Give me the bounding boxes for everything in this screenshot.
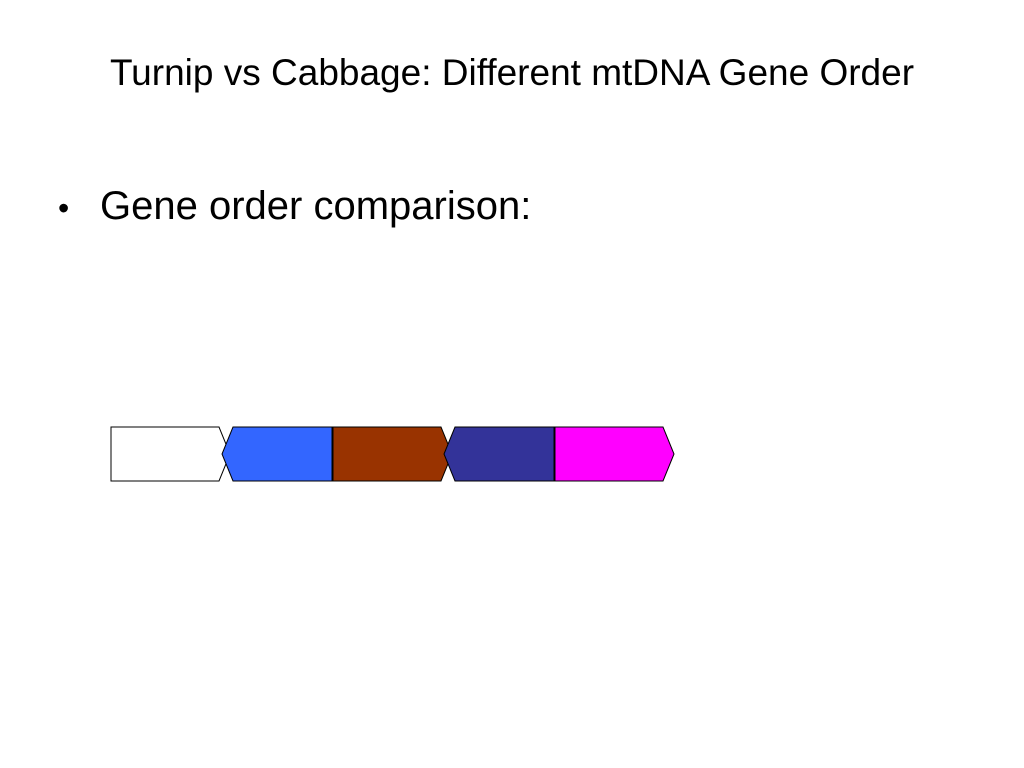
slide-title: Turnip vs Cabbage: Different mtDNA Gene …: [109, 52, 915, 93]
bullet-text: Gene order comparison:: [100, 184, 532, 228]
gene-arrow-2: [221, 426, 333, 482]
bullet-icon: •: [58, 190, 70, 226]
gene-arrow-4: [443, 426, 555, 482]
gene-arrow-1: [110, 426, 231, 482]
gene-arrow-5: [554, 426, 675, 482]
bullet-item: • Gene order comparison:: [58, 178, 531, 236]
bullet-list: • Gene order comparison:: [58, 178, 531, 236]
gene-arrow-3: [332, 426, 453, 482]
